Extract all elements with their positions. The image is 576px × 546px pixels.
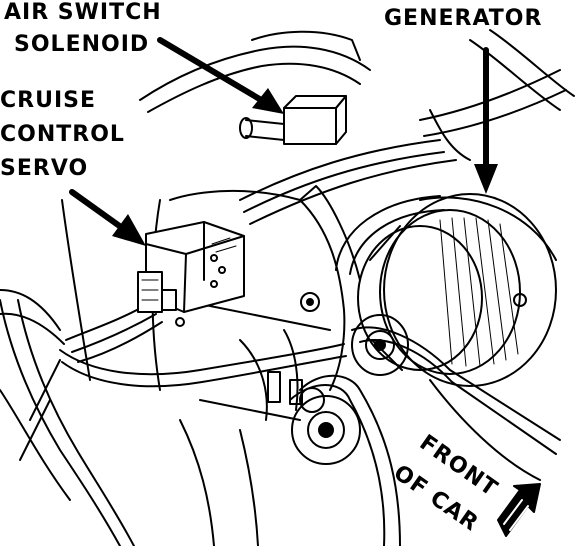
generator-label: GENERATOR xyxy=(384,6,543,31)
generator-arrow-head xyxy=(474,164,498,194)
generator xyxy=(351,193,557,387)
front-direction-arrow-icon xyxy=(497,483,541,537)
servo-arrow-head xyxy=(112,214,146,246)
lower-engine xyxy=(179,379,541,546)
air-switch-solenoid xyxy=(239,95,347,145)
wiring-harness xyxy=(0,139,457,461)
solenoid-arrow-head xyxy=(252,88,284,114)
air-switch-label-line1: AIR SWITCH xyxy=(4,0,162,25)
pointer-arrows xyxy=(69,37,489,235)
cruise-label-line2: CONTROL xyxy=(0,122,125,147)
left-hoses xyxy=(0,199,135,546)
cruise-label-line3: SERVO xyxy=(0,156,89,181)
air-switch-label-line2: SOLENOID xyxy=(14,32,150,57)
arrow-heads xyxy=(112,88,498,246)
drive-belt-and-pulleys xyxy=(289,195,561,546)
cruise-label-line1: CRUISE xyxy=(0,88,97,113)
upper-hoses xyxy=(139,29,575,161)
